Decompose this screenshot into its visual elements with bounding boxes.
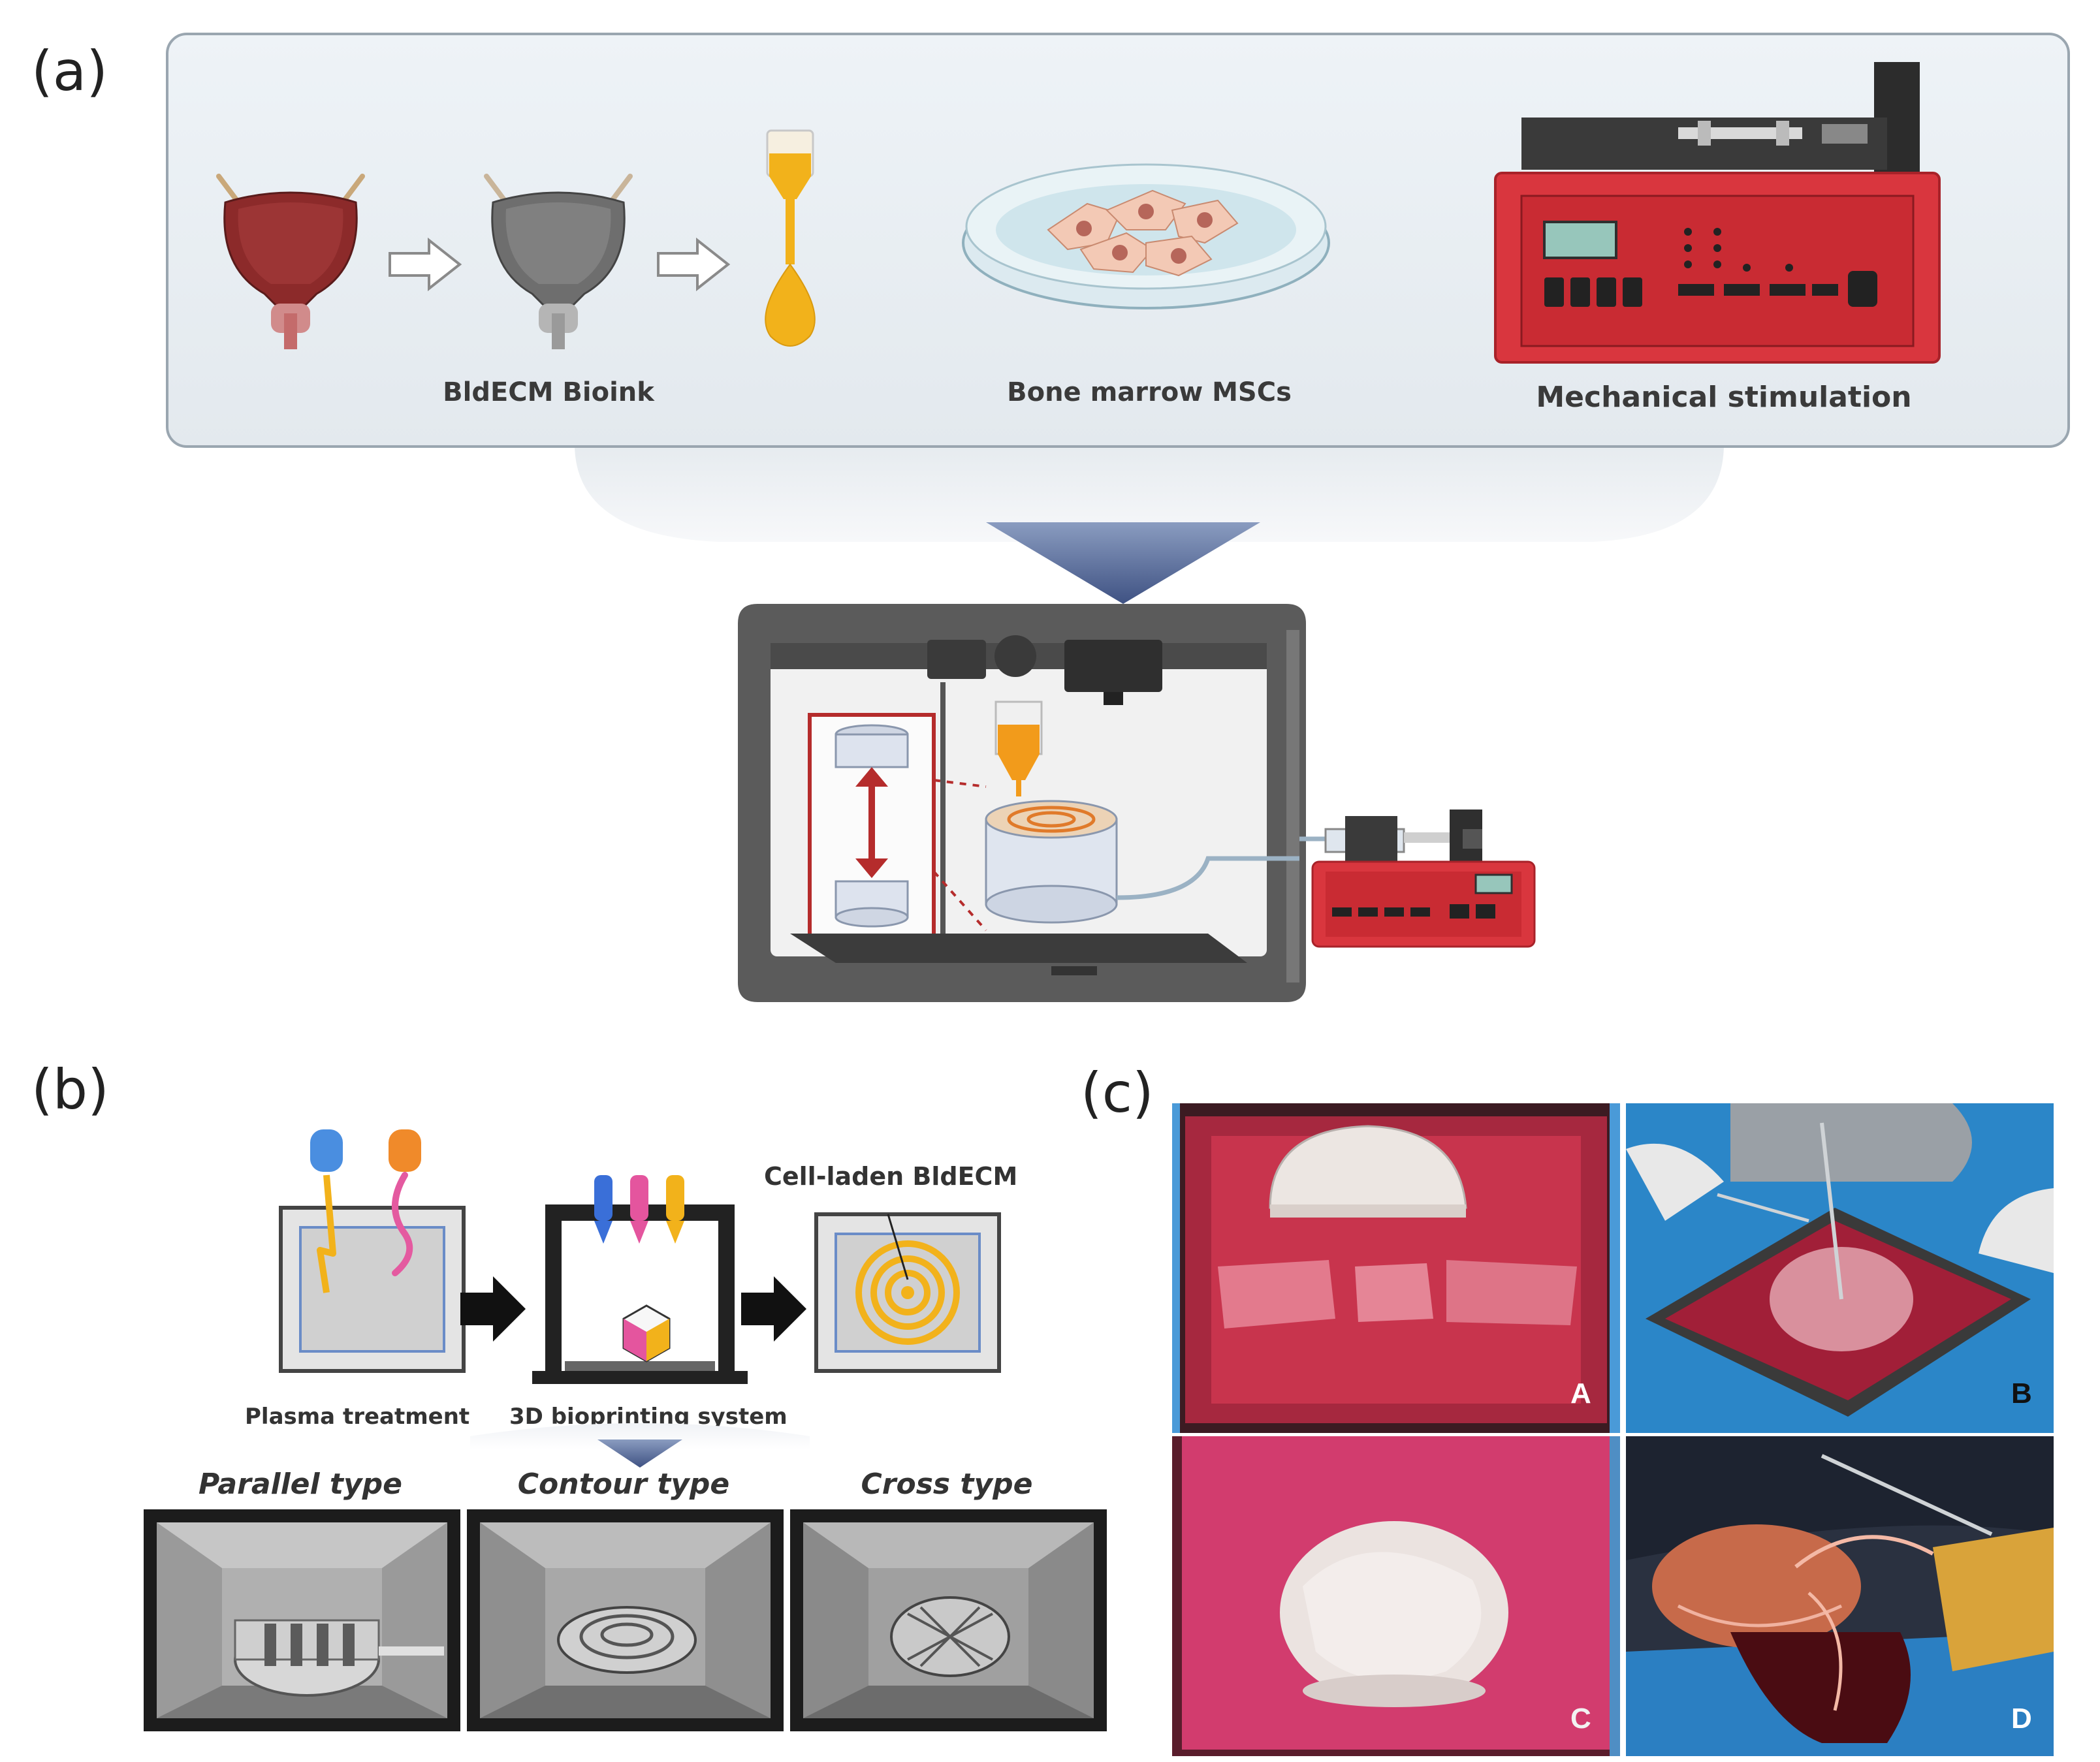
type-contour-caption: Contour type [517,1468,730,1501]
bioink-droplet-icon [765,129,816,347]
bioprinter-icon [738,604,1306,1002]
panel-b-label: (b) [31,1058,109,1122]
syringe-pump-large-icon [1494,62,1941,364]
photo-c-b [1626,1103,2054,1433]
photo-c-b-letter: B [2011,1377,2032,1409]
bioprinting-system-icon [532,1175,748,1384]
cell-laden-caption: Cell-laden BldECM [764,1162,1018,1191]
bladder-native-icon [216,174,365,349]
panel-a-label: (a) [31,39,108,103]
cell-laden-construct-icon [814,1212,1001,1373]
process-arrow-b1 [460,1276,526,1342]
photo-contour [467,1509,784,1731]
photo-c-a-letter: A [1570,1377,1591,1409]
photo-c-c [1172,1436,1620,1756]
msc-caption: Bone marrow MSCs [1007,377,1292,407]
bioink-caption: BldECM Bioink [443,377,654,407]
plasma-caption: Plasma treatment [245,1404,470,1430]
bladder-decellularized-icon [484,174,633,349]
process-arrow-b2 [741,1276,806,1342]
type-cross-caption: Cross type [861,1468,1033,1501]
photo-c-a [1172,1103,1620,1433]
photo-c-d-letter: D [2011,1703,2032,1735]
photo-c-c-letter: C [1570,1703,1591,1735]
photo-cross [790,1509,1107,1731]
process-arrow-1 [389,237,462,292]
petri-dish-icon [962,163,1330,309]
down-arrow-b [470,1423,810,1468]
panel-c-label: (c) [1081,1061,1154,1125]
plasma-treatment-icon [279,1129,466,1373]
stimulation-caption: Mechanical stimulation [1536,381,1912,414]
photo-parallel [144,1509,460,1731]
process-arrow-2 [657,237,731,292]
syringe-pump-small-icon [1299,810,1536,948]
photo-c-d [1626,1436,2054,1756]
type-parallel-caption: Parallel type [199,1468,402,1501]
down-arrow-a [986,522,1260,604]
